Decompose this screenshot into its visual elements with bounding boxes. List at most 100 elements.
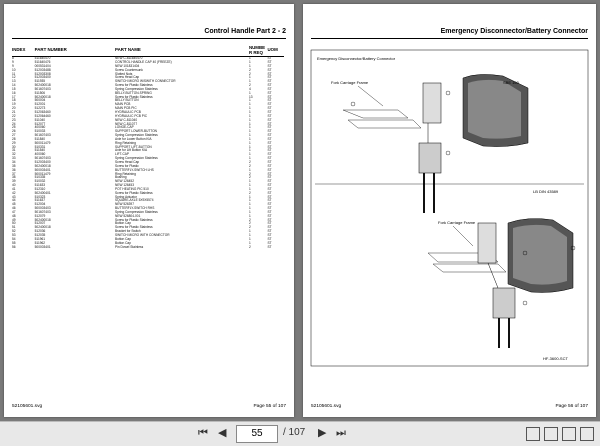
cell-uom: ST <box>267 198 272 203</box>
cell-number-req: 1 <box>248 102 251 107</box>
cell-uom: ST <box>267 110 272 114</box>
cell-uom: ST <box>267 140 272 145</box>
cell-part-name: Screw for Plastic Stainless <box>115 225 153 230</box>
cell-uom: ST <box>267 75 272 80</box>
cell-number-req: 1 <box>248 236 251 241</box>
cell-uom: ST <box>267 98 272 103</box>
cell-index: 13 <box>12 79 16 84</box>
right-page: Emergency Disconnector/Battery Connector… <box>303 4 596 417</box>
two-page-view-icon[interactable] <box>544 427 558 441</box>
cell-part-name: HYDRAULIC PCB PIC <box>115 113 148 118</box>
first-page-icon[interactable]: ⏮ <box>198 427 208 439</box>
cell-index: 44 <box>12 198 16 203</box>
cell-part-name: SUPPORT LIFT-BUTTON <box>115 144 152 149</box>
cell-uom: ST <box>267 183 272 188</box>
cell-part-number: 511040 <box>34 117 46 122</box>
cell-number-req: 2 <box>248 171 251 176</box>
cell-index: 37 <box>12 171 16 176</box>
col-index: INDEX <box>12 46 35 58</box>
cell-part-number: 511840 <box>34 136 46 141</box>
cell-part-name: Screw for Plastic Stainless <box>115 217 153 222</box>
cell-number-req: 1 <box>248 213 251 218</box>
cell-number-req: 1 <box>248 233 251 237</box>
cell-number-req: 1 <box>248 140 251 145</box>
page-number-input[interactable]: 55 <box>236 425 278 443</box>
cell-number-req: 1 <box>248 186 251 191</box>
cell-part-name: Pin Dowel Stainless <box>115 244 144 249</box>
cell-uom: ST <box>267 125 272 130</box>
cell-part-number: 512036 <box>34 229 46 234</box>
cell-index: 48 <box>12 213 16 218</box>
cell-part-number: 500003401 <box>34 244 51 249</box>
cell-number-req: 2 <box>248 71 251 76</box>
fork-carriage-label-1: Fork Carriage Frame <box>331 80 369 85</box>
cell-part-number: 511962 <box>34 240 46 245</box>
cell-number-req: 2 <box>248 225 251 230</box>
cell-index: 49 <box>12 217 16 222</box>
cell-part-number: 511961 <box>34 236 46 241</box>
cell-number-req: 4 <box>248 86 251 91</box>
diagram-ref-code: HF-3600-SCT <box>543 356 568 361</box>
cell-uom: ST <box>267 121 272 126</box>
cell-index: 33 <box>12 156 16 161</box>
cell-uom: ST <box>267 179 272 184</box>
cell-index: 26 <box>12 129 16 134</box>
cell-uom: ST <box>267 240 272 245</box>
cell-part-name: Screw for Plastic Stainless <box>115 83 153 88</box>
cell-index: 56 <box>12 244 16 249</box>
upper-assembly: Fork Carriage Frame SBE 160 <box>331 74 529 213</box>
fullscreen-icon[interactable] <box>580 427 594 441</box>
cell-part-name: BUTTERFLY-SWITCH RHS <box>115 206 155 211</box>
cell-number-req: 1 <box>248 144 251 149</box>
cell-part-number: 511640476 <box>34 60 51 65</box>
cell-part-name: LONGE-CAP <box>115 125 134 130</box>
cell-index: 40 <box>12 183 16 188</box>
right-footer-file: 52105601.svg <box>311 404 342 409</box>
cell-number-req: 1 <box>248 183 251 188</box>
cell-uom: ST <box>267 233 272 237</box>
left-page-title: Control Handle Part 2 - 2 <box>204 28 286 35</box>
parts-table: INDEX PART NUMBER PART NAME NUMBE R REQ … <box>12 45 284 250</box>
cell-number-req: 1 <box>248 106 251 111</box>
cell-part-number: 511540 <box>34 148 46 153</box>
cell-index: 21 <box>12 110 16 114</box>
cell-part-name: Button Cap <box>115 240 131 245</box>
cell-uom: ST <box>267 217 272 222</box>
cell-index: 17 <box>12 94 16 99</box>
cell-index: 25 <box>12 125 16 130</box>
cell-part-number: 502400018 <box>34 94 51 99</box>
last-page-icon[interactable]: ⏭ <box>336 427 346 439</box>
cell-number-req: 1 <box>248 129 251 134</box>
cell-uom: ST <box>267 67 272 72</box>
cell-number-req: 1 <box>248 125 251 130</box>
cell-uom: ST <box>267 159 272 164</box>
cell-part-name: NEW C-811077 <box>115 121 138 126</box>
cell-index: 28 <box>12 136 16 141</box>
cell-index: 8 <box>12 56 14 61</box>
cell-number-req: 1 <box>248 79 251 84</box>
cell-number-req: 1 <box>248 148 251 153</box>
next-page-icon[interactable]: ▶ <box>318 427 327 439</box>
single-page-view-icon[interactable] <box>526 427 540 441</box>
cell-number-req: 1 <box>248 75 251 80</box>
zoom-fit-icon[interactable] <box>562 427 576 441</box>
cell-part-name: SWITCH MICRO WITH CONNECTOR <box>115 233 170 237</box>
cell-number-req: 1 <box>248 60 251 65</box>
cell-part-number: 512003400 <box>34 75 51 80</box>
cell-number-req: 1 <box>248 110 251 114</box>
cell-part-number: 502400018 <box>34 163 51 168</box>
cell-part-name: Screw Countersunk <box>115 67 143 72</box>
previous-page-icon[interactable]: ◀ <box>218 427 227 439</box>
left-footer-page: Page 55 of 107 <box>253 404 286 409</box>
cell-index: 46 <box>12 206 16 211</box>
